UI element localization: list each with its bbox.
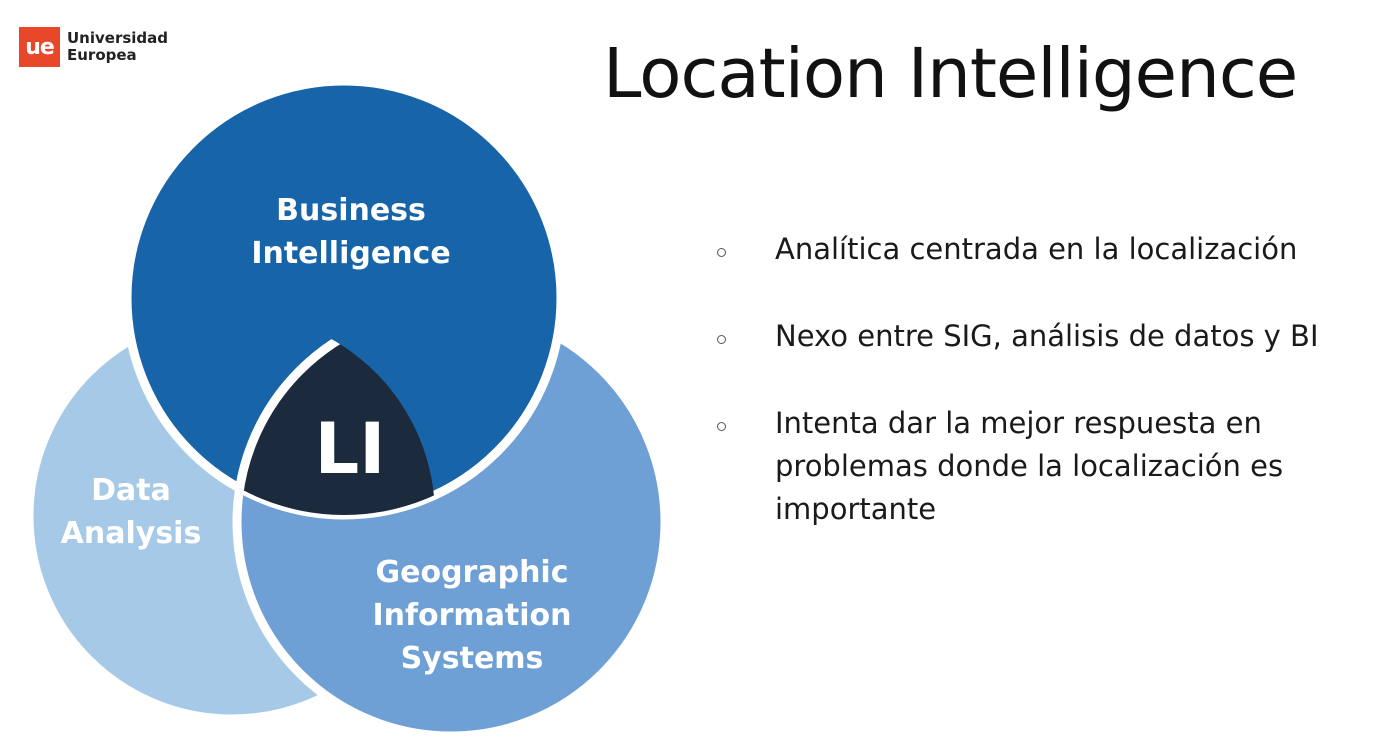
venn-diagram: Business Intelligence Data Analysis Geog… <box>29 81 665 736</box>
logo-wordmark: Universidad Europea <box>67 30 168 64</box>
data-label-line-1: Data <box>91 473 171 508</box>
bullet-text: Analítica centrada en la localización <box>775 232 1298 266</box>
bullet-circle-icon <box>717 335 726 344</box>
bullet-item: Intenta dar la mejor respuesta en proble… <box>714 402 1374 531</box>
bullet-list: Analítica centrada en la localización Ne… <box>714 228 1374 575</box>
business-label-line-1: Business <box>276 193 426 228</box>
bullet-item: Nexo entre SIG, análisis de datos y BI <box>714 315 1374 358</box>
geo-label-line-2: Information <box>372 598 571 633</box>
data-label-line-2: Analysis <box>61 516 202 551</box>
logo-line-2: Europea <box>67 46 137 64</box>
bullet-circle-icon <box>717 422 726 431</box>
bullet-item: Analítica centrada en la localización <box>714 228 1374 271</box>
university-logo: ue Universidad Europea <box>19 27 168 67</box>
logo-mark: ue <box>19 27 60 67</box>
logo-line-1: Universidad <box>67 29 169 47</box>
business-label-line-2: Intelligence <box>251 236 450 271</box>
center-intersection <box>232 313 435 515</box>
geo-label-line-1: Geographic <box>376 555 569 590</box>
geo-label-line-3: Systems <box>401 641 544 676</box>
bullet-text: Intenta dar la mejor respuesta en proble… <box>775 406 1284 526</box>
bullet-text: Nexo entre SIG, análisis de datos y BI <box>775 319 1319 353</box>
bullet-circle-icon <box>717 248 726 257</box>
center-label: LI <box>315 408 386 490</box>
slide-title: Location Intelligence <box>603 34 1298 114</box>
